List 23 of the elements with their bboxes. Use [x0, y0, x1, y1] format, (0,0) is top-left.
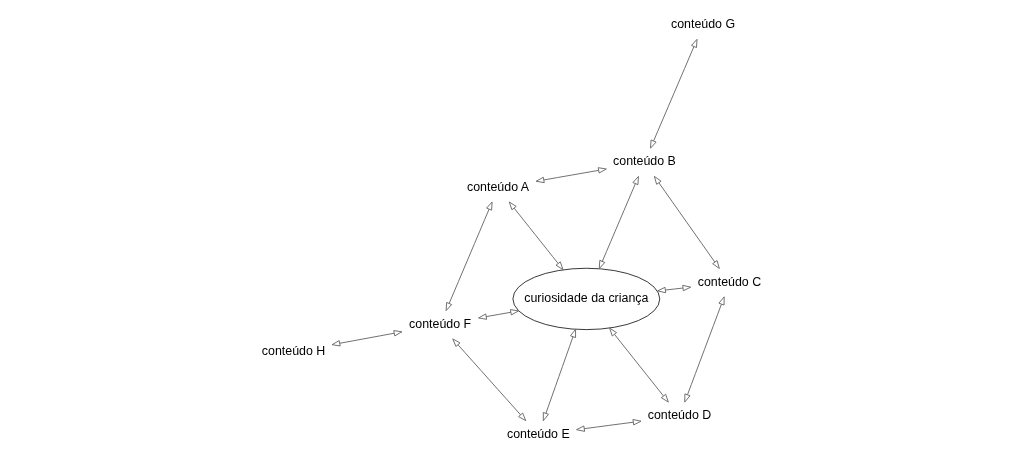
arrow — [445, 201, 493, 312]
node-ellipse: curiosidade da criança — [512, 267, 660, 330]
node-text: conteúdo D — [647, 408, 711, 423]
node-text: conteúdo F — [408, 316, 471, 331]
arrow — [451, 338, 526, 422]
arrow — [683, 296, 725, 403]
node-text: conteúdo E — [506, 426, 570, 441]
node-text: conteúdo G — [670, 17, 735, 32]
arrow — [575, 419, 641, 432]
arrow — [535, 167, 607, 184]
node-text: conteúdo B — [612, 154, 676, 169]
arrow — [653, 175, 720, 269]
arrow — [331, 330, 402, 347]
node-text: conteúdo A — [466, 179, 529, 194]
arrow — [608, 327, 669, 403]
arrow — [508, 201, 563, 271]
node-text: conteúdo H — [261, 343, 325, 358]
node-text: conteúdo C — [697, 274, 761, 289]
arrow — [598, 176, 639, 270]
arrow — [649, 38, 697, 149]
arrow — [542, 328, 576, 422]
arrow — [656, 284, 691, 294]
arrow — [477, 309, 519, 320]
